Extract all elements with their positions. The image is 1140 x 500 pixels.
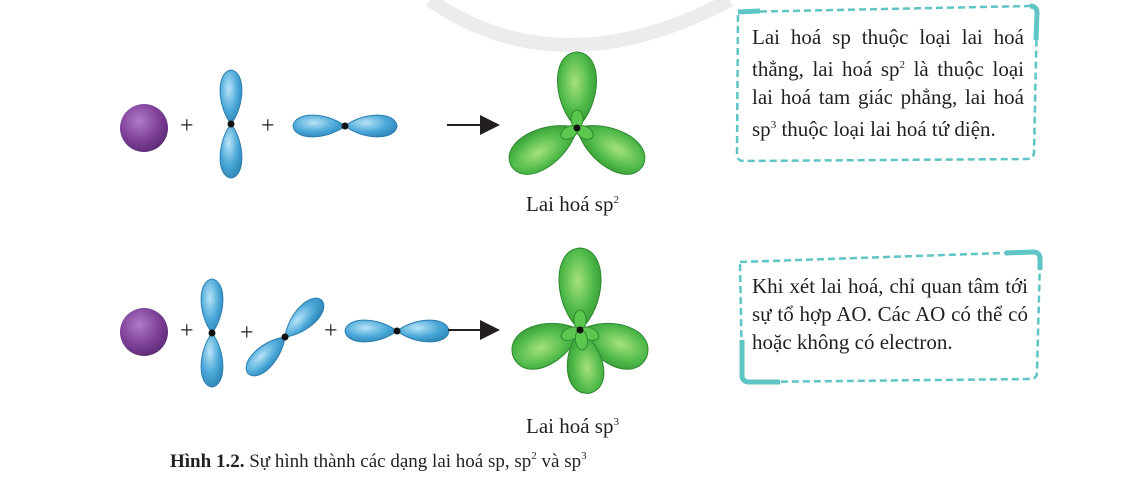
p-orbital-diagonal [245,297,325,377]
plus-sign: + [240,320,254,346]
sp3-hybrid-orbital [511,247,649,394]
p-orbital-vertical [219,69,243,179]
note-box-1 [735,3,1040,163]
sp3-row [120,247,649,394]
decorative-arc [426,0,734,52]
sp3-label: Lai hoá sp3 [526,414,619,438]
note-text-2: Khi xét lai hoá, chỉ quan tâm tới sự tổ … [752,274,1028,354]
plus-sign: + [324,318,338,344]
sp2-row [120,51,646,179]
s-orbital [120,104,168,152]
plus-sign: + [261,113,275,139]
p-orbital-vertical [200,278,224,388]
p-orbital-horizontal [292,114,398,138]
note-text-1: Lai hoá sp thuộc loại lai hoá thẳng, lai… [752,25,1024,141]
p-orbital-horizontal [344,319,450,343]
note-box-2 [738,249,1043,385]
sp2-label: Lai hoá sp2 [526,192,619,216]
s-orbital [120,308,168,356]
sp2-hybrid-orbital [508,51,646,175]
figure-number: Hình 1.2. [170,451,245,472]
plus-sign: + [180,318,194,344]
plus-sign: + [180,113,194,139]
figure-caption: Hình 1.2. Sự hình thành các dạng lai hoá… [170,450,587,472]
